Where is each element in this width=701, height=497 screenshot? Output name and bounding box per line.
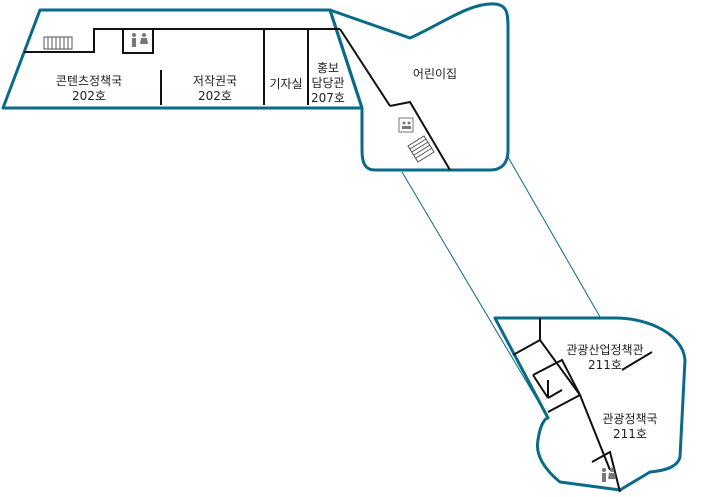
room-label-press-room: 기자실 xyxy=(264,77,308,92)
pr-office-name-2: 담당관 xyxy=(311,76,345,90)
room-label-content-policy: 콘텐츠정책국 202호 xyxy=(34,74,144,104)
interior-walls xyxy=(24,28,653,493)
copyright-number: 202호 xyxy=(198,89,232,103)
stairs-icon xyxy=(43,36,73,50)
south-wing-outline xyxy=(493,316,687,492)
daycare-stairs-icon xyxy=(407,135,435,163)
daycare-name: 어린이집 xyxy=(412,67,458,81)
room-label-pr-office: 홍보 담당관 207호 xyxy=(306,61,350,106)
room-label-copyright: 저작권국 202호 xyxy=(168,74,262,104)
press-room-name: 기자실 xyxy=(269,77,303,91)
pr-office-name-1: 홍보 xyxy=(316,61,340,75)
content-policy-name: 콘텐츠정책국 xyxy=(55,74,123,88)
tourism-policy-number: 211호 xyxy=(613,427,647,441)
walkway-bridge xyxy=(401,156,601,419)
building-outline xyxy=(1,2,687,492)
room-label-tourism-policy: 관광정책국 211호 xyxy=(590,412,670,442)
daycare-wing-outline xyxy=(328,2,510,172)
room-label-tourism-industry: 관광산업정책관 211호 xyxy=(555,343,655,373)
restroom-icon-south xyxy=(602,468,616,482)
room-label-daycare: 어린이집 xyxy=(395,67,475,82)
pr-office-number: 207호 xyxy=(311,91,345,105)
restroom-icon xyxy=(122,28,154,54)
tourism-industry-name: 관광산업정책관 xyxy=(566,343,644,357)
copyright-name: 저작권국 xyxy=(192,74,238,88)
tourism-policy-name: 관광정책국 xyxy=(602,412,658,426)
content-policy-number: 202호 xyxy=(72,89,106,103)
tourism-industry-number: 211호 xyxy=(588,358,622,372)
elevator-icon xyxy=(398,117,414,133)
